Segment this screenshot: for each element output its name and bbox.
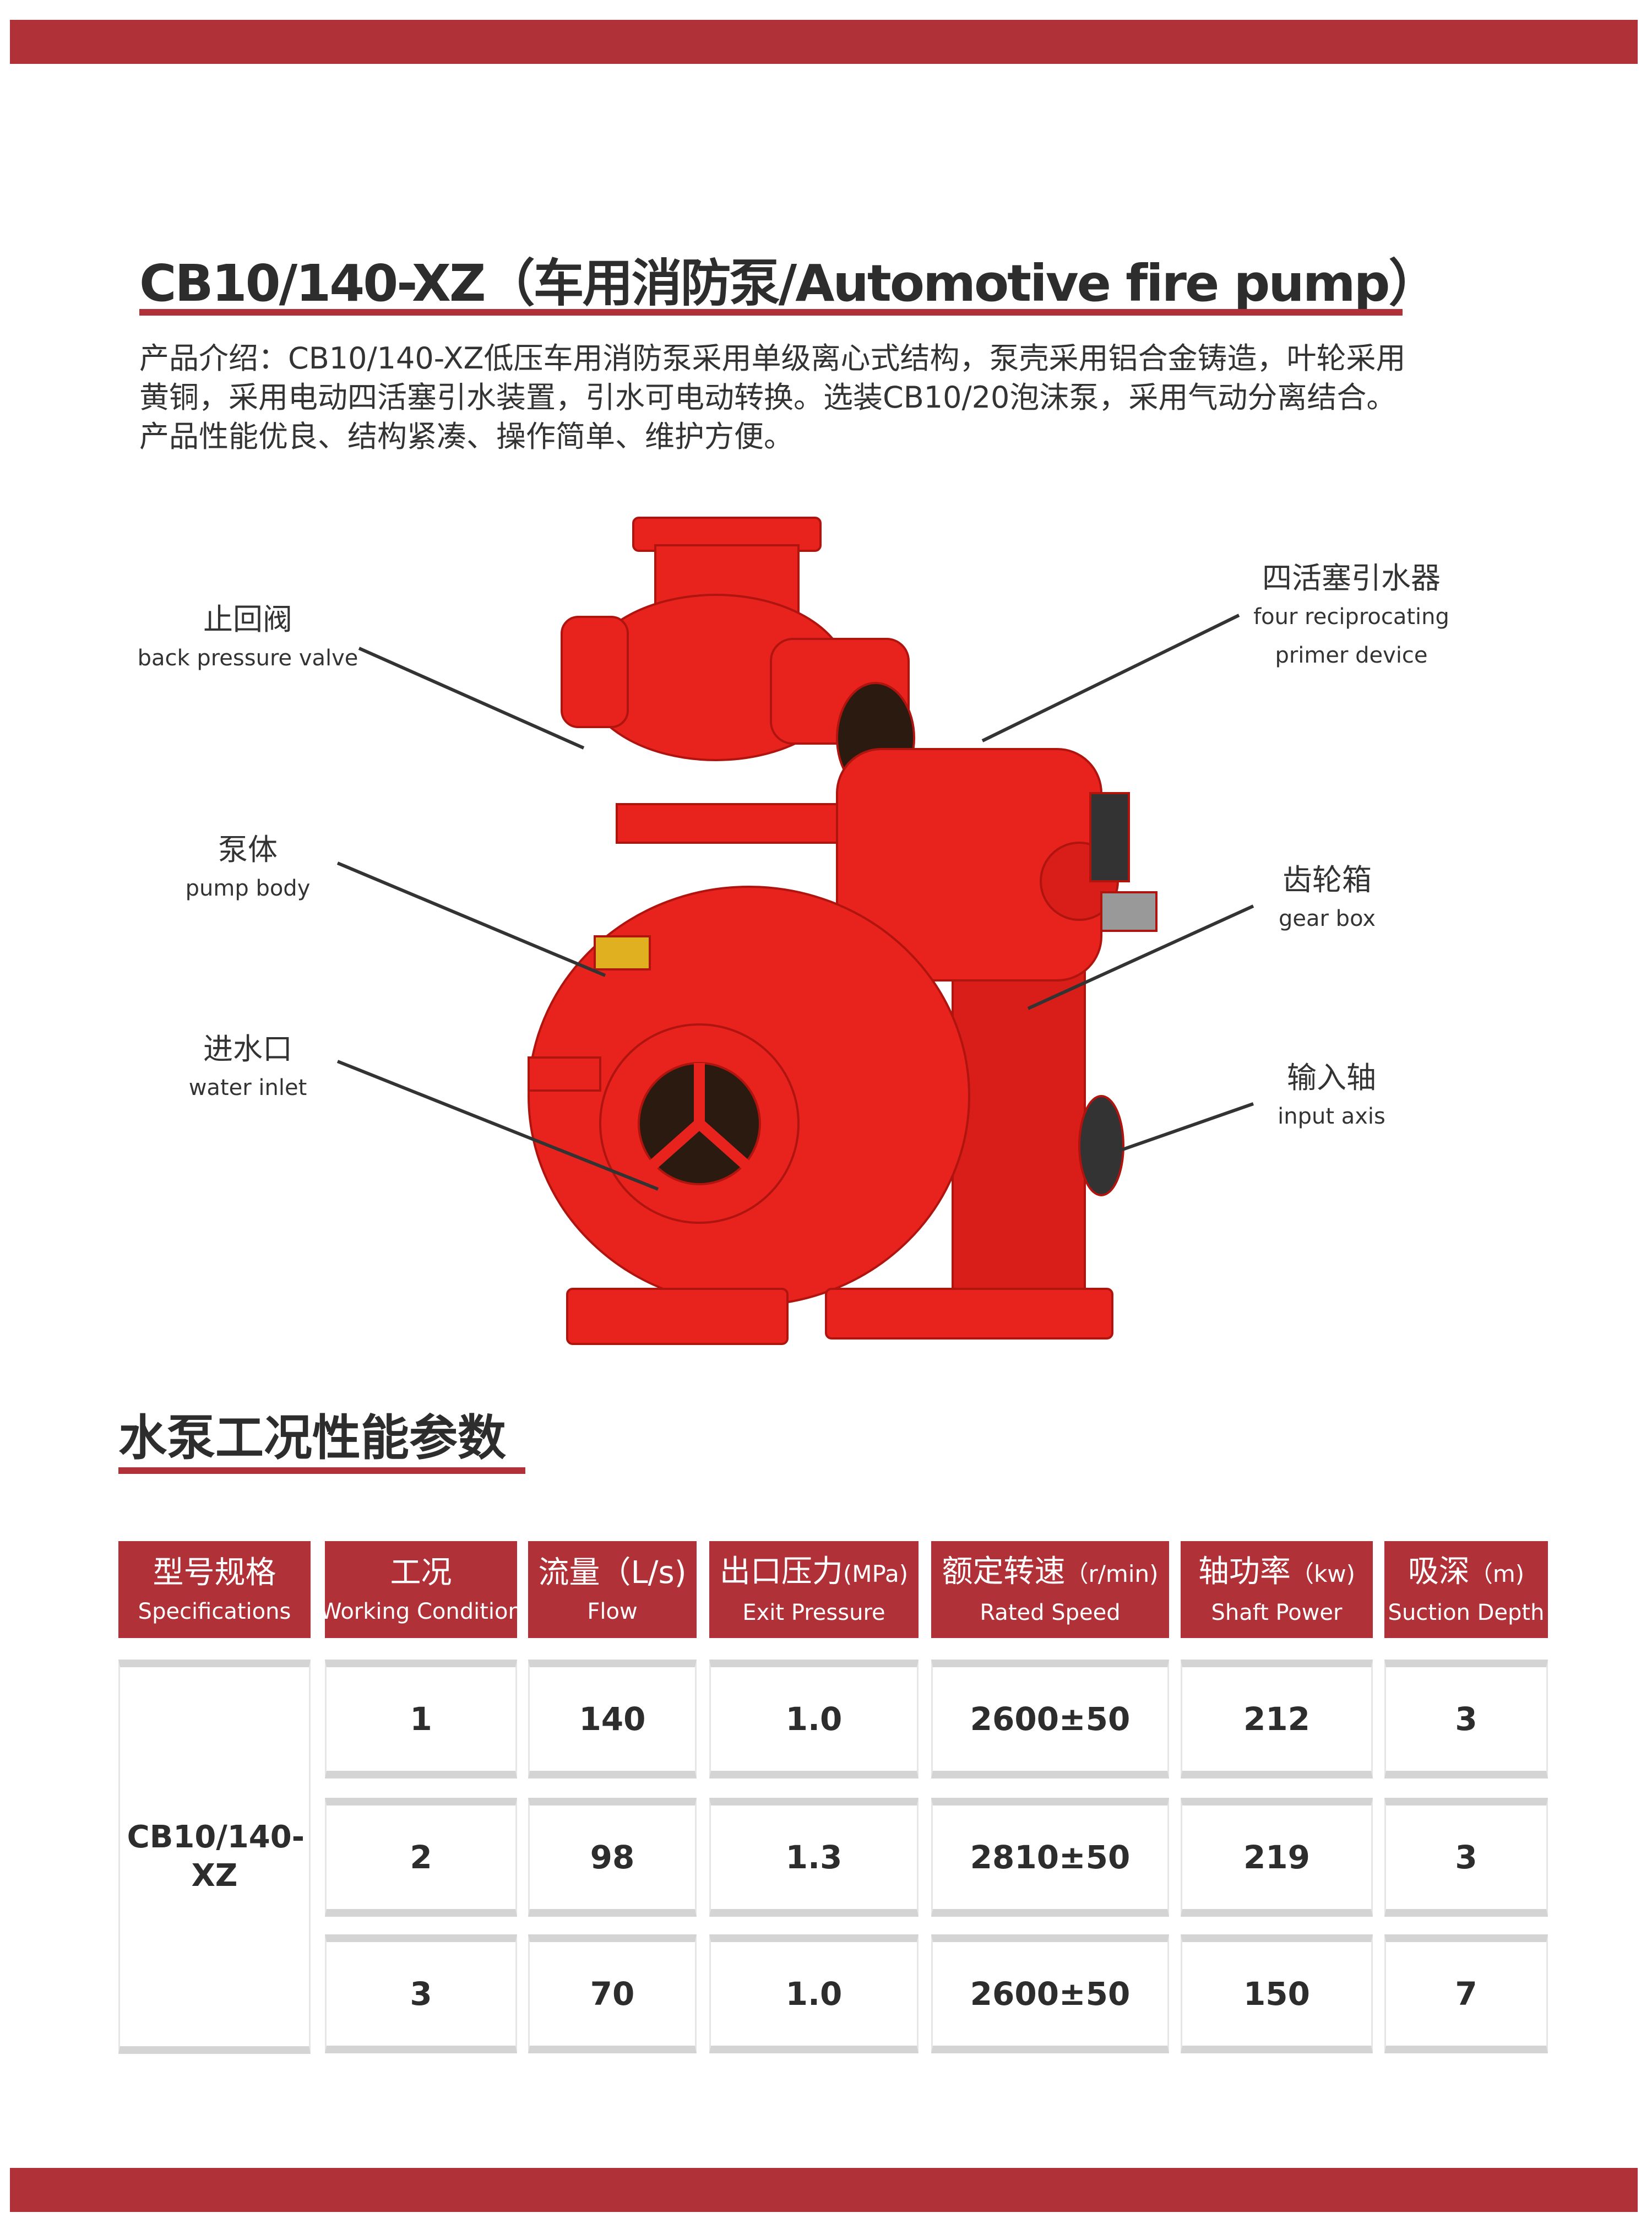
callout-input-axis: 输入轴 input axis — [1278, 1059, 1385, 1136]
callout-line-body — [336, 861, 606, 977]
header-rated-speed: 额定转速（r/min) Rated Speed — [931, 1541, 1169, 1638]
section-title: 水泵工况性能参数 — [118, 1409, 507, 1466]
header-en: Suction Depth — [1388, 1600, 1545, 1625]
cell-shaft-power: 150 — [1181, 1934, 1373, 2053]
callout-en: gear box — [1279, 906, 1376, 931]
callout-line-gearbox — [1027, 904, 1254, 1010]
cell-flow: 98 — [528, 1798, 697, 1917]
header-flow: 流量（L/s) Flow — [528, 1541, 697, 1638]
callout-water-inlet: 进水口 water inlet — [189, 1030, 307, 1107]
cell-rated-speed: 2600±50 — [931, 1660, 1169, 1778]
cell-suction-depth: 3 — [1384, 1660, 1548, 1778]
cell-exit-pressure: 1.3 — [709, 1798, 919, 1917]
header-unit: (MPa) — [843, 1560, 909, 1587]
header-unit: （r/min) — [1065, 1560, 1159, 1587]
header-en: Exit Pressure — [742, 1600, 885, 1625]
cell-suction-depth: 7 — [1384, 1934, 1548, 2053]
cell-working-condition: 1 — [325, 1660, 517, 1778]
callout-en: back pressure valve — [137, 646, 358, 671]
callout-zh: 泵体 — [218, 832, 278, 867]
product-description: 产品介绍：CB10/140-XZ低压车用消防泵采用单级离心式结构，泵壳采用铝合金… — [139, 341, 1406, 454]
callout-en: pump body — [185, 876, 311, 901]
header-unit: （kw) — [1290, 1560, 1356, 1587]
cell-working-condition: 2 — [325, 1798, 517, 1917]
cell-rated-speed: 2600±50 — [931, 1934, 1169, 2053]
callout-zh: 四活塞引水器 — [1262, 561, 1441, 595]
callout-en: water inlet — [188, 1075, 307, 1100]
cell-flow: 140 — [528, 1660, 697, 1778]
header-suction-depth: 吸深（m) Suction Depth — [1384, 1541, 1548, 1638]
header-zh: 吸深 — [1408, 1554, 1470, 1590]
header-zh: 工况 — [390, 1555, 452, 1591]
callout-line-inlet — [336, 1060, 659, 1191]
callout-zh: 进水口 — [203, 1032, 292, 1066]
cell-exit-pressure: 1.0 — [709, 1934, 919, 2053]
header-zh: 型号规格 — [153, 1555, 276, 1591]
header-en: Flow — [587, 1599, 638, 1624]
callout-back-pressure-valve: 止回阀 back pressure valve — [138, 600, 358, 677]
cell-flow: 70 — [528, 1934, 697, 2053]
header-en: Specifications — [138, 1599, 291, 1624]
callout-gear-box: 齿轮箱 gear box — [1279, 861, 1376, 938]
header-shaft-power: 轴功率（kw) Shaft Power — [1181, 1541, 1373, 1638]
callout-line-primer — [981, 614, 1240, 742]
title-underline — [139, 309, 1403, 316]
cell-working-condition: 3 — [325, 1934, 517, 2053]
page-title: CB10/140-XZ（车用消防泵/Automotive fire pump） — [139, 254, 1439, 313]
model-cell: CB10/140-XZ — [118, 1660, 311, 2054]
cell-shaft-power: 212 — [1181, 1660, 1373, 1778]
header-zh: 额定转速 — [942, 1554, 1066, 1590]
callout-zh: 齿轮箱 — [1282, 863, 1372, 897]
header-unit: （m) — [1469, 1560, 1525, 1587]
header-zh: 轴功率 — [1198, 1554, 1291, 1590]
section-underline — [118, 1467, 525, 1474]
header-zh: 流量 — [538, 1555, 600, 1591]
cell-suction-depth: 3 — [1384, 1798, 1548, 1917]
cell-exit-pressure: 1.0 — [709, 1660, 919, 1778]
callout-primer-device: 四活塞引水器 four reciprocating primer device — [1253, 559, 1449, 675]
header-specifications: 型号规格 Specifications — [118, 1541, 311, 1638]
callout-line-axis — [1117, 1102, 1254, 1153]
top-banner — [10, 20, 1638, 64]
callout-en: input axis — [1278, 1104, 1385, 1129]
cell-shaft-power: 219 — [1181, 1798, 1373, 1917]
callout-en: four reciprocating — [1253, 604, 1449, 630]
pump-image — [528, 517, 1158, 1345]
callout-line-valve — [358, 647, 585, 750]
callout-zh: 输入轴 — [1287, 1060, 1376, 1095]
header-unit: （L/s) — [600, 1555, 687, 1591]
header-exit-pressure: 出口压力(MPa) Exit Pressure — [709, 1541, 919, 1638]
cell-rated-speed: 2810±50 — [931, 1798, 1169, 1917]
header-zh: 出口压力 — [719, 1554, 843, 1590]
callout-lines — [336, 614, 1254, 1191]
header-en: Shaft Power — [1211, 1600, 1343, 1625]
pump-illustration — [336, 517, 1254, 1345]
bottom-banner — [10, 2168, 1638, 2212]
header-en: Working Condition — [325, 1599, 517, 1624]
header-working-condition: 工况 Working Condition — [325, 1541, 517, 1638]
header-en: Rated Speed — [980, 1600, 1121, 1625]
callout-pump-body: 泵体 pump body — [186, 831, 311, 908]
callout-zh: 止回阀 — [203, 602, 292, 637]
callout-en-2: primer device — [1275, 643, 1428, 668]
